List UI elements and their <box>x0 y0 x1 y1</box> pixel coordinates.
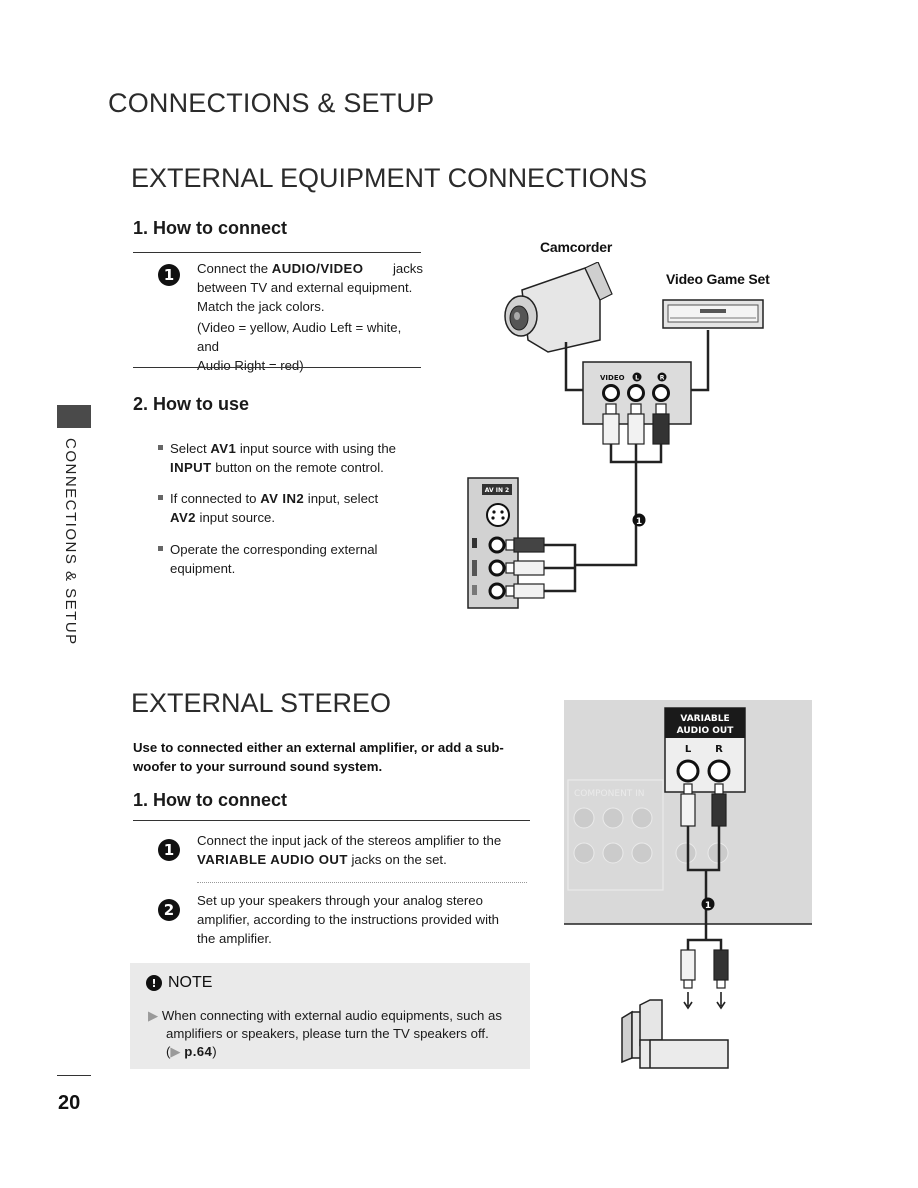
stereo-step2-text: Set up your speakers through your analog… <box>197 893 499 946</box>
equipment-title: EXTERNAL EQUIPMENT CONNECTIONS <box>131 163 648 193</box>
av-connection-diagram: VIDEO L R 1 AV IN 2 <box>467 262 764 609</box>
page-number-rule <box>57 1075 91 1076</box>
variable-label-2: AUDIO OUT <box>677 726 735 736</box>
note-title: NOTE <box>168 974 213 991</box>
game-console-icon <box>662 299 764 329</box>
bullet-select-av1: Select AV1 input source with using the I… <box>158 439 428 477</box>
equipment-how-to-connect-heading: 1. How to connect <box>133 218 288 238</box>
camcorder-label: Camcorder <box>540 239 613 255</box>
side-tab-marker <box>57 405 91 428</box>
svg-text:AV IN 2: AV IN 2 <box>485 487 510 494</box>
stereo-intro: Use to connected either an external ampl… <box>133 740 504 774</box>
stereo-how-to-connect-heading: 1. How to connect <box>133 790 288 810</box>
exclamation-icon: ! <box>146 975 162 991</box>
dotted-divider <box>197 882 527 883</box>
equipment-how-to-use-heading: 2. How to use <box>133 394 250 414</box>
bullet-av-in2: If connected to AV IN2 input, select AV2… <box>158 489 428 527</box>
video-jack-label: VIDEO <box>600 374 625 382</box>
svg-text:R: R <box>715 744 723 755</box>
step-number-1: 1 <box>158 264 180 286</box>
equipment-connect-text: Connect the AUDIO/VIDEO jacks between TV… <box>197 261 423 373</box>
page-ref-arrow-icon: ▶ <box>170 1044 181 1059</box>
stereo-step-number-2: 2 <box>158 899 180 921</box>
camcorder-icon <box>504 262 613 353</box>
variable-label-1: VARIABLE <box>680 714 729 724</box>
arrow-icon: ▶ <box>148 1008 159 1023</box>
note-text: ▶ When connecting with external audio eq… <box>148 1008 502 1059</box>
divider <box>133 820 530 821</box>
stereo-step-number-1: 1 <box>158 839 180 861</box>
callout-1: 1 <box>636 517 642 527</box>
video-game-label: Video Game Set <box>666 271 770 287</box>
speaker-icon <box>621 999 729 1069</box>
note-header: ! NOTE <box>146 974 212 992</box>
stereo-callout-1: 1 <box>705 901 711 911</box>
note-box: ! NOTE ▶ When connecting with external a… <box>130 963 530 1069</box>
svg-text:L: L <box>685 744 692 755</box>
divider <box>133 367 421 368</box>
component-in-label: COMPONENT IN <box>574 789 645 799</box>
stereo-connection-diagram: COMPONENT IN VARIABLE AUDIO OUT L R 1 <box>564 700 812 1069</box>
svg-text:R: R <box>660 375 665 382</box>
stereo-title: EXTERNAL STEREO <box>131 688 392 718</box>
section-title: CONNECTIONS & SETUP <box>108 88 435 118</box>
stereo-step1-text: Connect the input jack of the stereos am… <box>197 833 502 867</box>
bullet-operate-equipment: Operate the corresponding external equip… <box>158 540 428 578</box>
svg-text:L: L <box>635 375 639 382</box>
side-tab-label: CONNECTIONS & SETUP <box>62 438 79 646</box>
divider <box>133 252 421 253</box>
page-number: 20 <box>58 1092 81 1114</box>
